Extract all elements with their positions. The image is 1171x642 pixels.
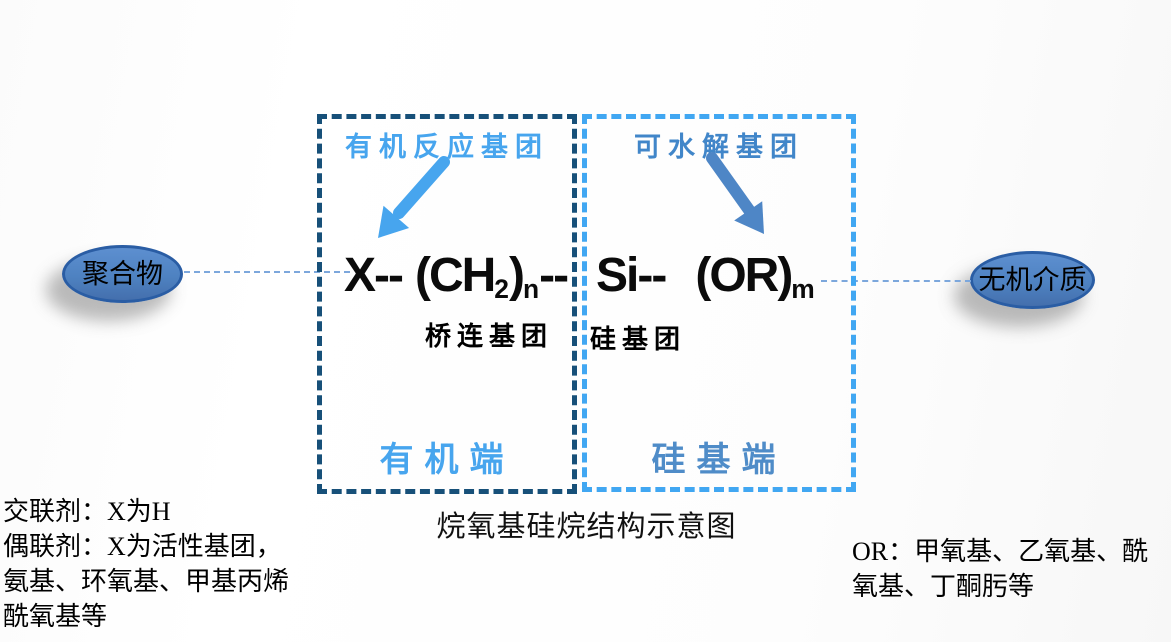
polymer-connector-line [184,271,350,273]
formula-subscript-n: n [522,274,540,305]
formula-subscript-2: 2 [494,274,509,305]
formula-si-part: Si-- [596,249,667,302]
polymer-node-label: 聚合物 [82,258,163,289]
inorganic-medium-node: 无机介质 [970,251,1095,309]
organic-end-label: 有机端 [379,440,515,480]
note-line: OR：甲氧基、乙氧基、酰 [852,537,1149,566]
polymer-node: 聚合物 [62,245,183,303]
formula-close-paren: ) [508,249,525,302]
note-line: 氧基、丁酮肟等 [852,572,1035,601]
formula-ch-part: (CH [414,249,496,302]
note-line: 酰氧基等 [3,602,108,631]
organic-formula: X--(CH2)n-- [344,249,569,303]
organic-group-arrow-icon [378,156,450,238]
bridge-group-label: 桥连基团 [424,322,553,352]
silicon-formula: Si-- (OR)m [596,249,815,303]
silicon-end-box [582,114,856,492]
inorganic-medium-node-label: 无机介质 [978,264,1087,295]
note-line: 偶联剂：X为活性基团， [3,532,282,561]
formula-subscript-m: m [791,274,815,305]
organic-end-box [317,114,577,494]
formula-x-part: X-- [344,249,404,302]
silyl-group-label: 硅基团 [590,325,687,355]
note-line: 交联剂：X为H [3,497,171,526]
diagram-caption: 烷氧基硅烷结构示意图 [436,511,737,543]
note-line: 氨基、环氧基、甲基丙烯 [3,567,290,596]
inorganic-connector-line [821,280,971,282]
formula-tail-dashes: -- [539,249,569,302]
crosslinker-notes: 交联剂：X为H 偶联剂：X为活性基团， 氨基、环氧基、甲基丙烯 酰氧基等 [3,494,289,634]
or-group-notes: OR：甲氧基、乙氧基、酰 氧基、丁酮肟等 [852,534,1148,604]
silicon-end-label: 硅基端 [651,440,787,480]
hydrolyzable-group-arrow-icon [706,152,764,234]
formula-or-part: (OR) [695,249,793,302]
